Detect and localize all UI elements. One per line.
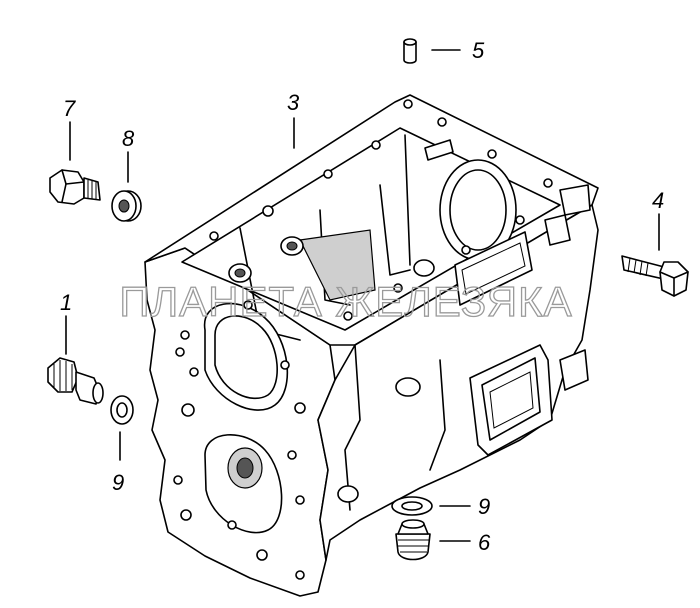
callout-5: 5 bbox=[472, 38, 485, 63]
callout-3: 3 bbox=[287, 90, 300, 115]
pin-part bbox=[403, 38, 461, 64]
callout-7: 7 bbox=[63, 96, 76, 121]
bolt-part-4 bbox=[621, 213, 689, 297]
watermark-text: ПЛАНЕТА ЖЕЛЕЗЯКА bbox=[119, 278, 572, 325]
callout-1: 1 bbox=[60, 290, 72, 315]
bolt-part bbox=[49, 121, 101, 205]
callout-9-left: 9 bbox=[112, 470, 124, 495]
callout-8: 8 bbox=[122, 126, 135, 151]
washer-part-9-left bbox=[110, 395, 134, 461]
callout-6: 6 bbox=[478, 530, 491, 555]
gearbox-housing bbox=[144, 94, 599, 597]
washer-part-8 bbox=[111, 151, 142, 222]
plug-part bbox=[47, 315, 104, 405]
callout-4: 4 bbox=[652, 188, 664, 213]
drain-plug-part bbox=[395, 519, 471, 561]
washer-part-9-bottom bbox=[391, 496, 471, 516]
callout-9-bottom: 9 bbox=[478, 494, 490, 519]
